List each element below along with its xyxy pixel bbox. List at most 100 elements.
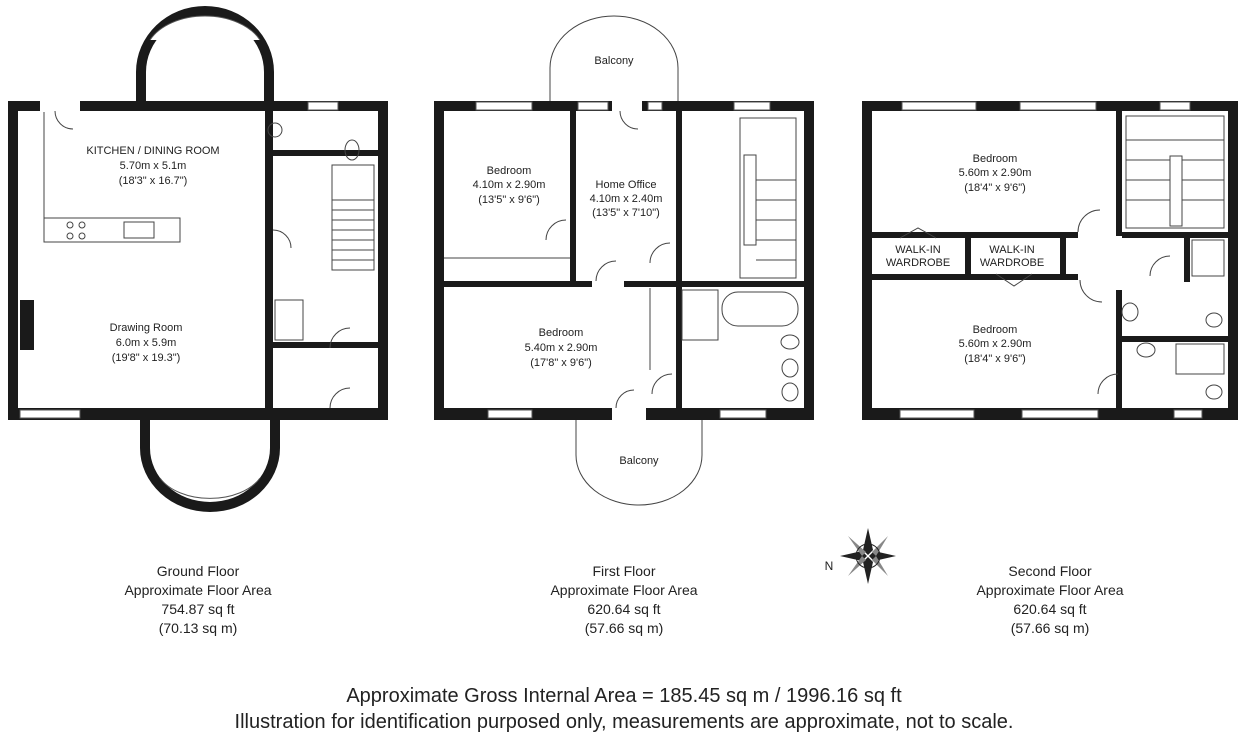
ground-top-wall: [8, 101, 388, 111]
second-inner-wall: [1116, 290, 1122, 408]
second-bedroom-2-metric: 5.60m x 2.90m: [959, 338, 1032, 350]
second-bedroom-2-imperial: (18'4" x 9'6"): [964, 353, 1026, 365]
ground-floor-area-label: Approximate Floor Area: [124, 582, 272, 598]
compass-rose-icon: [840, 528, 896, 584]
first-bottom-balcony-outline: [575, 418, 703, 506]
ground-wc-basin: [267, 122, 283, 138]
ground-door-swing: [54, 110, 74, 130]
home-office-metric: 4.10m x 2.40m: [590, 193, 663, 205]
ground-inner-wall-horizontal: [265, 150, 378, 156]
second-inner-wall: [1122, 232, 1228, 238]
second-inner-wall: [1116, 111, 1122, 236]
first-door-swing: [615, 389, 635, 409]
second-floor-title: Second Floor: [1008, 563, 1092, 579]
second-door-swing: [1077, 209, 1101, 233]
drawing-room-metric: 6.0m x 5.9m: [116, 337, 177, 349]
first-door-gap: [612, 408, 646, 420]
ground-door-gap: [40, 101, 80, 111]
ground-door-swing: [329, 387, 351, 409]
first-floor-plan: Balcony Balcony Bedroom 4.10m x 2.90m (1…: [434, 15, 814, 506]
second-inner-wall: [872, 232, 1078, 238]
first-bedroom-2-metric: 5.40m x 2.90m: [525, 342, 598, 354]
kitchen-room-imperial: (18'3" x 16.7"): [119, 175, 188, 187]
second-inner-wall: [1122, 336, 1228, 342]
ground-bottom-wall: [8, 408, 388, 420]
second-inner-wall: [1184, 238, 1190, 282]
second-door-swing: [1149, 255, 1171, 277]
first-bidet: [781, 358, 799, 378]
first-inner-wall: [570, 111, 576, 283]
first-inner-wall: [676, 281, 682, 408]
first-bedroom-1-imperial: (13'5" x 9'6"): [478, 194, 540, 206]
ground-inner-wall-vertical: [265, 101, 273, 419]
ground-door-swing: [329, 327, 351, 349]
home-office-imperial: (13'5" x 7'10"): [592, 207, 660, 219]
first-door-gap: [612, 101, 642, 111]
first-window: [647, 101, 663, 111]
second-right-wall: [1228, 101, 1238, 420]
second-window: [1173, 409, 1203, 419]
ground-floor-sqft: 754.87 sq ft: [161, 601, 235, 617]
first-staircase: [739, 117, 797, 279]
first-door-swing: [649, 242, 671, 264]
first-right-wall: [804, 101, 814, 420]
first-floor-sqm: (57.66 sq m): [584, 620, 664, 636]
first-bedroom-2-imperial: (17'8" x 9'6"): [530, 357, 592, 369]
first-bedroom-1-metric: 4.10m x 2.90m: [473, 179, 546, 191]
ground-upper-bay-window: [149, 15, 261, 41]
second-window: [1021, 409, 1099, 419]
first-door-swing: [619, 110, 639, 130]
first-floor-sqft: 620.64 sq ft: [587, 601, 661, 617]
first-toilet: [781, 382, 799, 402]
second-wardrobe-door: [995, 273, 1033, 287]
gross-area-text: Approximate Gross Internal Area = 185.45…: [346, 685, 902, 707]
second-inner-wall: [965, 232, 971, 280]
first-floor-area-label: Approximate Floor Area: [550, 582, 698, 598]
second-toilet: [1205, 312, 1223, 328]
second-window: [1159, 101, 1191, 111]
second-left-wall: [862, 101, 872, 420]
wardrobe-2-line1: WALK-IN: [989, 244, 1034, 256]
second-floor-plan: Bedroom 5.60m x 2.90m (18'4" x 9'6") WAL…: [862, 101, 1238, 420]
first-shower: [681, 289, 719, 341]
first-basin: [780, 334, 800, 350]
ground-top-window: [307, 101, 339, 111]
ground-floor-plan: KITCHEN / DINING ROOM 5.70m x 5.1m (18'3…: [8, 6, 388, 512]
ground-left-wall: [8, 101, 18, 420]
first-bottom-balcony-label: Balcony: [619, 455, 659, 467]
first-window: [719, 409, 767, 419]
second-floor-sqft: 620.64 sq ft: [1013, 601, 1087, 617]
second-shower: [1191, 239, 1225, 277]
first-door-swing: [595, 260, 617, 282]
second-wardrobe-door: [899, 227, 937, 239]
first-top-balcony-outline: [549, 15, 679, 103]
first-window: [733, 101, 771, 111]
drawing-room-name: Drawing Room: [110, 322, 183, 334]
drawing-room-imperial: (19'8" x 19.3"): [112, 352, 181, 364]
first-window: [475, 101, 533, 111]
ground-wc-toilet: [344, 139, 360, 161]
second-inner-wall: [1060, 232, 1066, 280]
ground-staircase: [331, 164, 375, 271]
second-door-swing: [1097, 373, 1119, 395]
second-bedroom-1-imperial: (18'4" x 9'6"): [964, 182, 1026, 194]
first-top-balcony-label: Balcony: [594, 55, 634, 67]
second-floor-caption: Second Floor Approximate Floor Area 620.…: [900, 562, 1200, 638]
kitchen-room-name: KITCHEN / DINING ROOM: [86, 145, 219, 157]
second-window: [899, 409, 975, 419]
first-window: [487, 409, 533, 419]
second-basin: [1121, 302, 1139, 322]
second-shower: [1175, 343, 1225, 375]
second-door-swing: [1079, 279, 1103, 303]
second-floor-area-label: Approximate Floor Area: [976, 582, 1124, 598]
second-window: [1019, 101, 1097, 111]
ground-floor-caption: Ground Floor Approximate Floor Area 754.…: [48, 562, 348, 638]
first-inner-wall: [676, 111, 682, 283]
second-toilet: [1205, 384, 1223, 400]
second-staircase: [1125, 115, 1225, 229]
ground-floor-title: Ground Floor: [156, 563, 240, 579]
second-inner-wall: [872, 274, 1078, 280]
wardrobe-1-line2: WARDROBE: [886, 257, 950, 269]
first-window: [577, 101, 609, 111]
